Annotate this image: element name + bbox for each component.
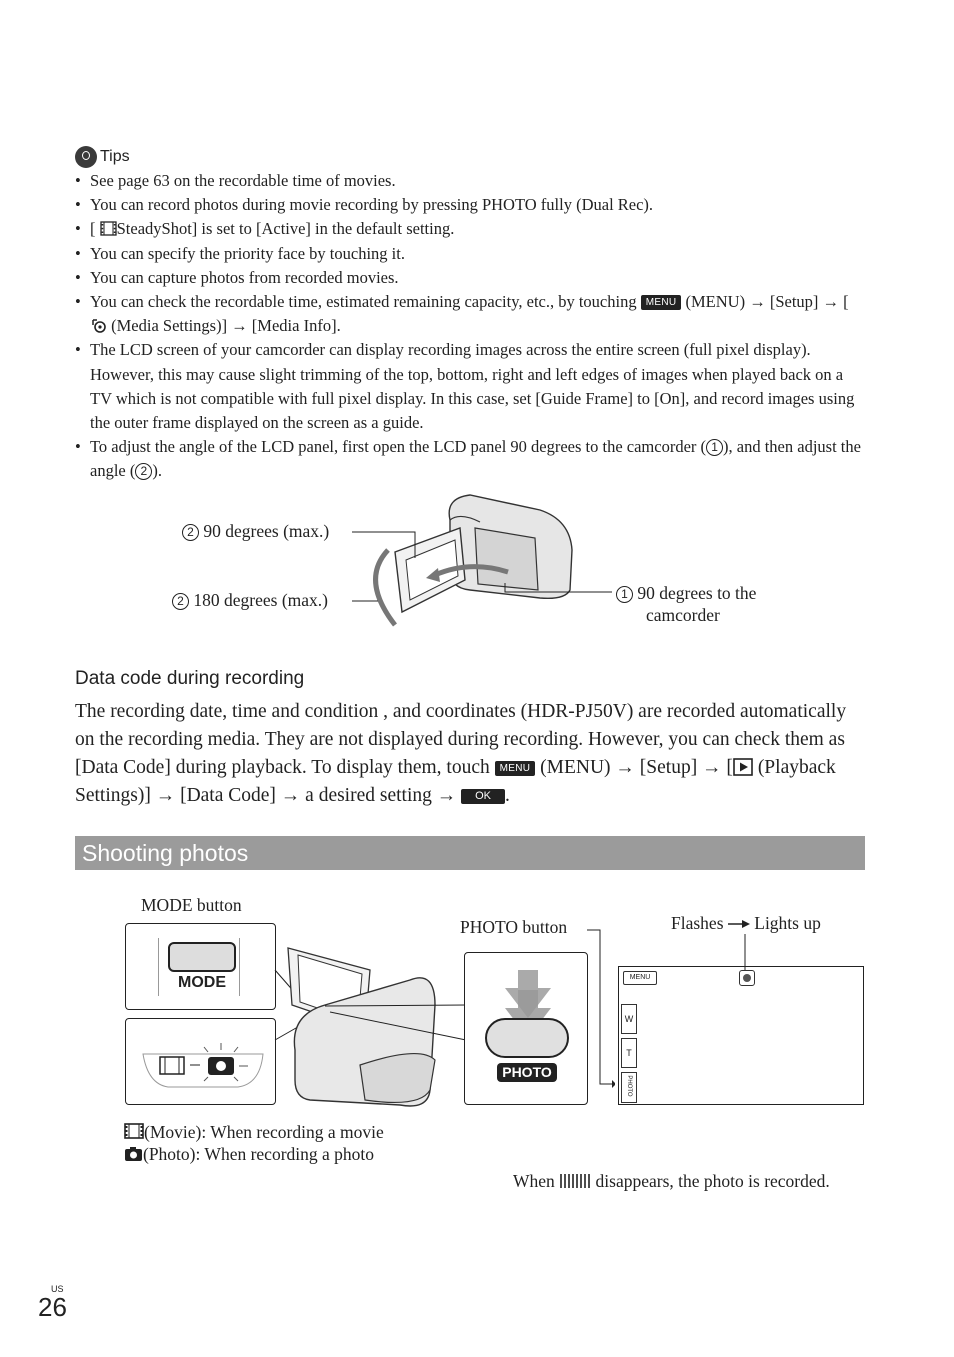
- mode-button-label: MODE button: [141, 895, 242, 915]
- label-180-degrees: 2 180 degrees (max.): [172, 589, 328, 611]
- tip-item: You can capture photos from recorded mov…: [75, 266, 865, 290]
- circled-number-2: 2: [135, 463, 153, 481]
- tip-item: You can check the recordable time, estim…: [75, 290, 865, 338]
- menu-badge: MENU: [494, 761, 536, 776]
- data-code-body: The recording date, time and condition ,…: [75, 701, 847, 806]
- lightbulb-icon: [75, 146, 97, 168]
- camcorder-lcd-illustration: [373, 494, 573, 627]
- steadyshot-movie-icon: [99, 221, 117, 237]
- playback-settings-icon: [733, 758, 753, 776]
- tip-item: You can record photos during movie recor…: [75, 193, 865, 217]
- lcd-screen: MENU W T PHOTO: [618, 966, 864, 1105]
- photo-button-box: PHOTO: [464, 952, 588, 1105]
- tips-list: See page 63 on the recordable time of mo…: [75, 169, 865, 484]
- section-bar: [75, 836, 865, 870]
- camcorder-photo-illustration: [274, 947, 467, 1107]
- photo-note: (Photo): When recording a photo: [124, 1143, 374, 1165]
- label-90-to-camcorder: 1 90 degrees to the camcorder: [616, 582, 756, 626]
- flash-lights-label: Flashes Lights up: [671, 913, 821, 933]
- recorded-note: When disappears, the photo is recorded.: [513, 1171, 830, 1191]
- tips-header: Tips: [75, 146, 130, 168]
- section-title: Shooting photos: [82, 840, 249, 866]
- tip-item: You can specify the priority face by tou…: [75, 242, 865, 266]
- tip-item: The LCD screen of your camcorder can dis…: [75, 338, 865, 435]
- movie-icon: [124, 1123, 144, 1139]
- focus-indicator: [739, 970, 755, 986]
- recording-bars-icon: [560, 1174, 590, 1188]
- data-code-title: Data code during recording: [75, 668, 305, 689]
- photo-key: [485, 1018, 569, 1058]
- press-arrow-icon: [505, 970, 551, 1038]
- label-90-degrees: 2 90 degrees (max.): [182, 520, 329, 542]
- mode-button-box: MODE: [125, 923, 276, 1010]
- photo-button-leader: [587, 929, 615, 1088]
- photo-button-label: PHOTO button: [460, 917, 568, 937]
- circled-number-1: 1: [706, 439, 724, 457]
- leader-lines: [352, 531, 612, 602]
- movie-icon: [159, 1056, 185, 1075]
- camera-icon: [125, 1147, 142, 1161]
- arrow-right-icon: [727, 920, 750, 928]
- movie-note: (Movie): When recording a movie: [124, 1121, 384, 1143]
- tips-title: Tips: [100, 148, 130, 165]
- tip-item: See page 63 on the recordable time of mo…: [75, 169, 865, 193]
- mode-indicator-box: [125, 1018, 276, 1105]
- screen-menu-button[interactable]: MENU: [623, 971, 657, 985]
- screen-photo-button[interactable]: PHOTO: [621, 1072, 637, 1103]
- ok-badge: OK: [461, 789, 506, 804]
- page-region: US: [51, 1284, 64, 1294]
- mode-key-label: MODE: [178, 974, 226, 991]
- photo-key-label: PHOTO: [497, 1063, 557, 1082]
- tip-item: To adjust the angle of the LCD panel, fi…: [75, 435, 865, 483]
- media-settings-icon: [92, 319, 106, 334]
- menu-badge: MENU: [640, 295, 682, 311]
- zoom-w-button[interactable]: W: [621, 1004, 637, 1034]
- page-number: 26: [38, 1292, 67, 1322]
- tip-item: [ SteadyShot] is set to [Active] in the …: [75, 217, 865, 241]
- zoom-t-button[interactable]: T: [621, 1038, 637, 1068]
- mode-key: [168, 942, 236, 972]
